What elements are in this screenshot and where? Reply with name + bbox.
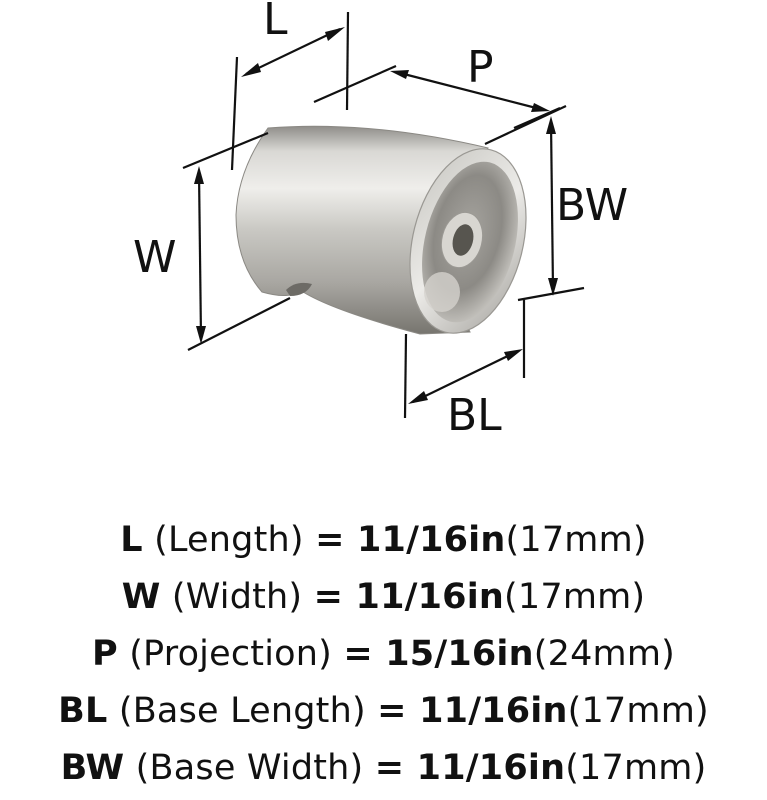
spec-description: (Projection) [117,634,344,674]
spec-row-length: L (Length) = 11/16in(17mm) [0,512,767,569]
spec-imperial: 11/16in [355,577,505,617]
spec-imperial: 15/16in [385,634,534,674]
knob-cup-highlight [424,272,460,312]
spec-metric: (17mm) [565,748,707,788]
dimension-bl: BL [403,300,526,441]
spec-code: BL [58,691,108,731]
label-w: W [133,232,177,283]
spec-code: BW [60,748,125,788]
knob-shadow-lip [286,282,312,296]
spec-equals: = [377,691,420,731]
knob-dimension-diagram: L P W BW BL [133,0,628,441]
knob-image [235,125,527,335]
spec-description: (Base Length) [107,691,378,731]
spec-description: (Base Width) [124,748,375,788]
spec-metric: (24mm) [533,634,675,674]
spec-equals: = [374,748,417,788]
spec-metric: (17mm) [504,577,646,617]
spec-description: (Width) [160,577,314,617]
spec-metric: (17mm) [567,691,709,731]
spec-equals: = [315,520,357,560]
spec-description: (Length) [142,520,316,560]
spec-code: W [121,577,161,617]
dimension-w: W [133,131,291,351]
spec-code: L [120,520,143,560]
spec-row-width: W (Width) = 11/16in(17mm) [0,569,767,626]
spec-equals: = [313,577,356,617]
spec-row-base-length: BL (Base Length) = 11/16in(17mm) [0,683,767,740]
label-bl: BL [447,390,502,441]
spec-imperial: 11/16in [419,691,568,731]
dimension-l: L [230,0,350,171]
spec-code: P [92,634,118,674]
spec-row-base-width: BW (Base Width) = 11/16in(17mm) [0,740,767,797]
label-l: L [263,0,288,45]
spec-metric: (17mm) [505,520,647,560]
dimension-spec-list: L (Length) = 11/16in(17mm) W (Width) = 1… [0,512,767,797]
spec-equals: = [343,634,386,674]
label-bw: BW [556,180,628,231]
label-p: P [467,42,494,93]
spec-row-projection: P (Projection) = 15/16in(24mm) [0,626,767,683]
spec-imperial: 11/16in [416,748,566,788]
screw-hole [452,224,474,256]
spec-imperial: 11/16in [356,520,506,560]
dimension-bw: BW [513,106,628,302]
